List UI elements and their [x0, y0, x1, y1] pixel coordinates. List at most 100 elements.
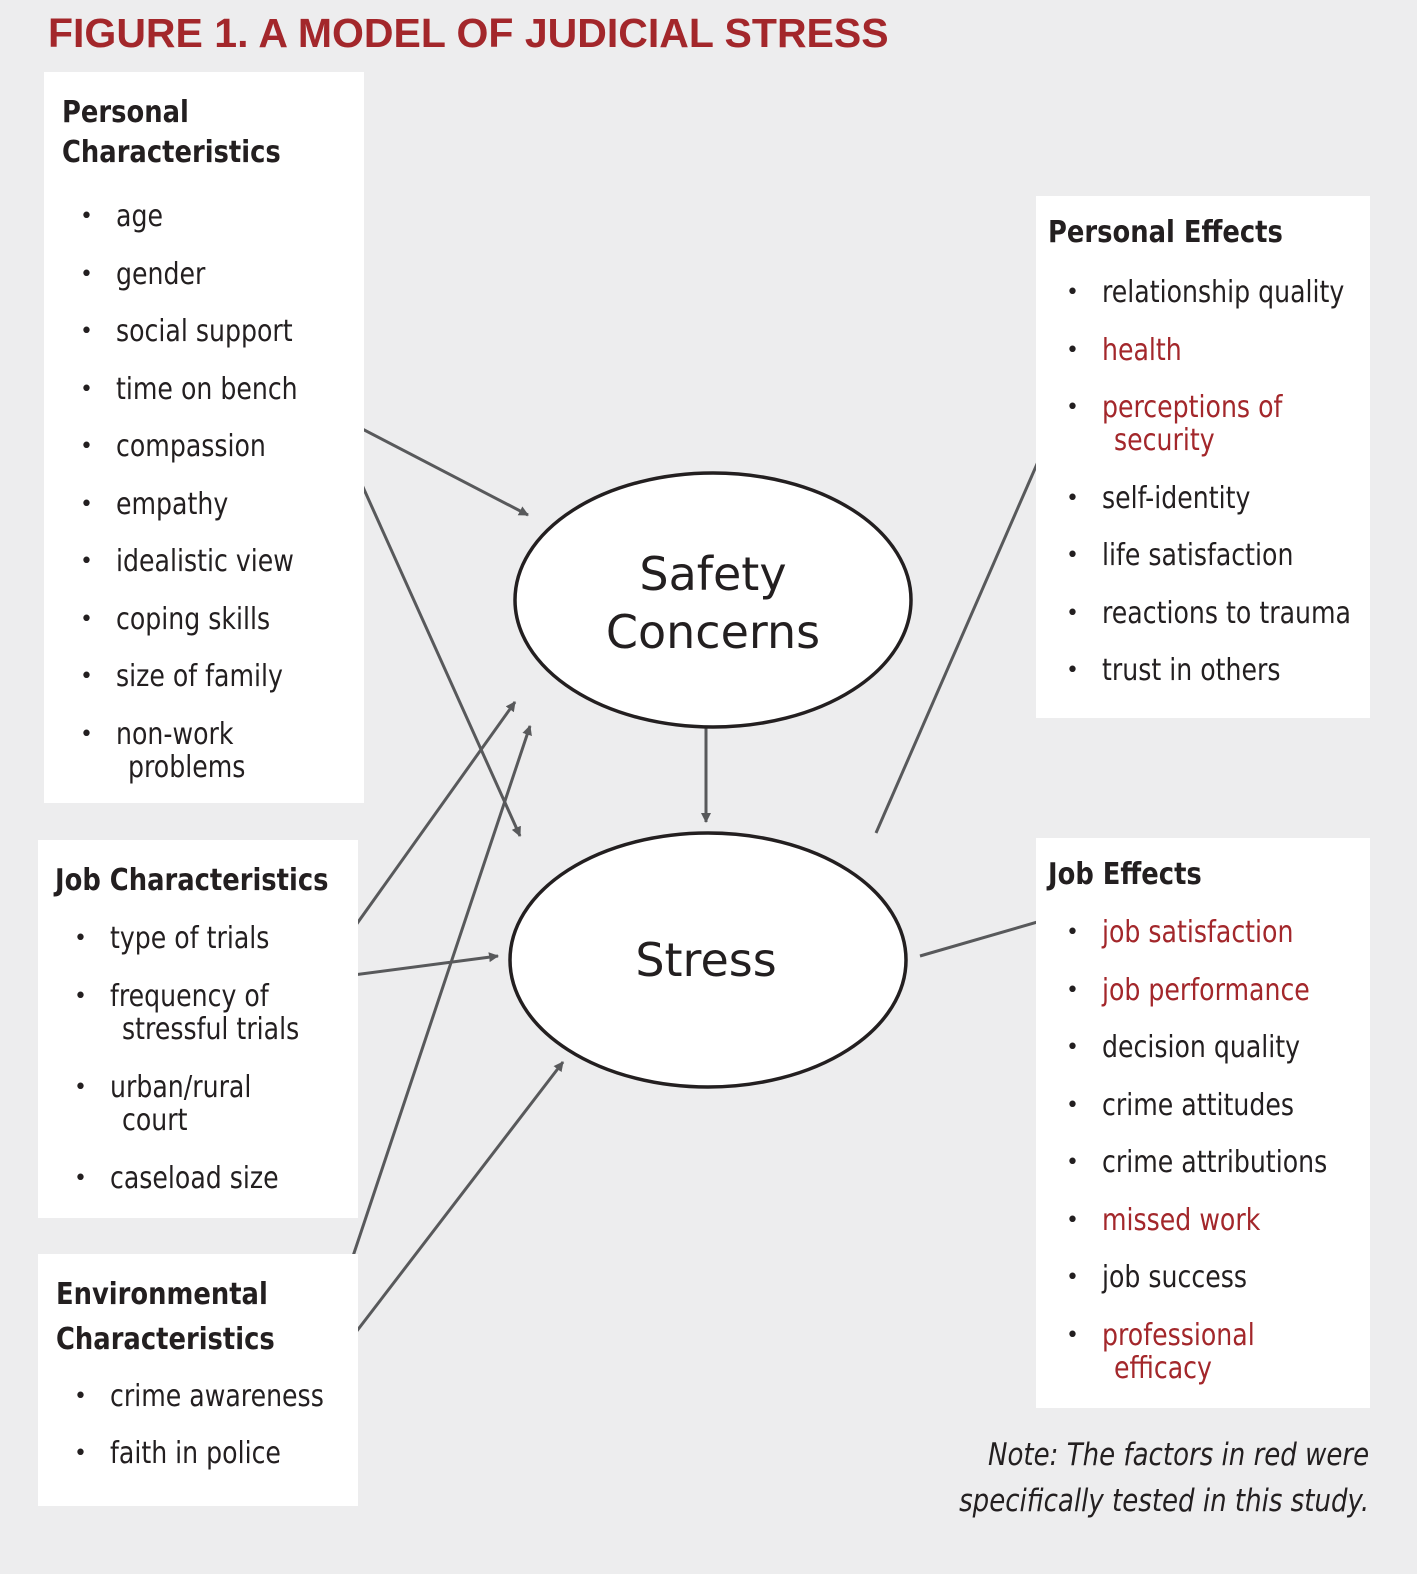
bullet-icon: • [1066, 337, 1079, 363]
list-item: • self-identity [1066, 482, 1366, 515]
list-item-label: health [1102, 332, 1182, 368]
bullet-icon: • [80, 664, 93, 689]
bullet-icon: • [74, 926, 87, 951]
stress-node [508, 831, 908, 1089]
arrow-environment-to-stress [328, 1061, 565, 1367]
list-item: •job performance [1066, 974, 1366, 1007]
safety-concerns-node [513, 471, 913, 729]
job-effects-box: Job Effects •job satisfaction•job perfor… [1036, 838, 1370, 1408]
bullet-icon: • [80, 606, 93, 632]
bullet-icon: • [80, 721, 93, 747]
list-item-label: self-identity [1102, 480, 1251, 516]
personal-characteristics-box: Personal Characteristics • age • gender • soc… [44, 72, 364, 803]
personal-effects-list: • relationship quality • health •perceptions… [1066, 276, 1366, 712]
list-item-label: relationship quality [1102, 275, 1345, 310]
list-item: •trust in others [1066, 654, 1366, 687]
list-item-label: crime attitudes [1102, 1087, 1294, 1123]
arrow-stress-to-personal-effects [874, 447, 1046, 834]
bullet-icon: • [1066, 280, 1079, 305]
list-item: • crime attributions [1066, 1146, 1366, 1179]
list-item: • age [80, 200, 350, 233]
list-item-label: empathy [116, 486, 229, 522]
list-item-label: faith in police [110, 1436, 281, 1471]
list-item-label: non-work [116, 716, 234, 752]
list-item: •size of family [80, 660, 350, 693]
bullet-icon: • [80, 204, 93, 229]
safety-concerns-label-line1: Safety [639, 547, 786, 601]
list-item-label: urban/rural [110, 1070, 252, 1105]
list-item: • time on bench [80, 373, 350, 406]
list-item: • health [1066, 334, 1366, 367]
list-item-label: compassion [116, 429, 266, 464]
list-item-label-continued: efficacy [1114, 1350, 1212, 1386]
list-item-label: age [116, 199, 163, 234]
personal-characteristics-title-line2: Characteristics [62, 135, 281, 170]
bullet-icon: • [80, 491, 93, 517]
list-item-label: job performance [1102, 972, 1310, 1008]
bullet-icon: • [74, 984, 87, 1009]
list-item-label: job satisfaction [1102, 915, 1294, 950]
safety-concerns-label-line2: Concerns [606, 605, 820, 659]
note: Note: The factors in red were specifical… [959, 1432, 1369, 1524]
list-item: • reactions to trauma [1066, 597, 1366, 630]
bullet-icon: • [1066, 1092, 1079, 1118]
list-item-label-continued: court [122, 1103, 188, 1138]
bullet-icon: • [80, 376, 93, 402]
list-item-label: crime attributions [1102, 1145, 1328, 1180]
list-item: • crime attitudes [1066, 1089, 1366, 1122]
list-item-label: job success [1102, 1260, 1248, 1295]
list-item: • social support [80, 315, 350, 348]
list-item-label: reactions to trauma [1102, 595, 1351, 631]
environmental-characteristics-box: Environmental Characteristics •crime awa… [38, 1254, 358, 1506]
figure-title: FIGURE 1. A MODEL OF JUDICIAL STRESS [48, 10, 889, 56]
bullet-icon: • [1066, 543, 1079, 568]
environmental-characteristics-title-line1: Environmental [56, 1277, 268, 1312]
bullet-icon: • [1066, 1265, 1079, 1290]
bullet-icon: • [1066, 1322, 1079, 1348]
list-item-label-continued: problems [128, 749, 246, 785]
environmental-characteristics-title-line2: Characteristics [56, 1322, 275, 1357]
list-item: • idealistic view [80, 545, 350, 578]
list-item-label: time on bench [116, 371, 298, 407]
bullet-icon: • [1066, 600, 1079, 626]
arrow-job-to-safety [334, 701, 517, 954]
list-item-label: trust in others [1102, 653, 1281, 688]
list-item-label: life satisfaction [1102, 538, 1294, 573]
bullet-icon: • [80, 434, 93, 459]
list-item: • empathy [80, 488, 350, 521]
bullet-icon: • [1066, 920, 1079, 945]
list-item: • relationship quality [1066, 276, 1366, 309]
list-item: •type of trials [74, 922, 344, 955]
bullet-icon: • [1066, 1035, 1079, 1060]
bullet-icon: • [80, 319, 93, 344]
job-characteristics-box: Job Characteristics •type of trials•freq… [38, 840, 358, 1218]
bullet-icon: • [80, 261, 93, 287]
stress-label: Stress [635, 933, 776, 987]
job-effects-list: •job satisfaction•job performance•decisi… [1066, 916, 1366, 1409]
list-item-label: social support [116, 314, 293, 349]
personal-effects-box: Personal Effects • relationship quality • h… [1036, 196, 1370, 718]
job-characteristics-title: Job Characteristics [55, 863, 329, 898]
list-item-label: idealistic view [116, 544, 294, 579]
list-item: •decision quality [1066, 1031, 1366, 1064]
bullet-icon: • [74, 1166, 87, 1191]
list-item-label: gender [116, 256, 206, 292]
bullet-icon: • [1066, 485, 1079, 511]
personal-characteristics-title-line1: Personal [62, 95, 189, 130]
personal-characteristics-list: • age • gender • social support • time on bench… [80, 200, 350, 808]
note-line1: Note: The factors in red were [987, 1437, 1369, 1473]
bullet-icon: • [1066, 1150, 1079, 1175]
list-item: • compassion [80, 430, 350, 463]
list-item: • gender [80, 258, 350, 291]
list-item-label-continued: stressful trials [122, 1012, 300, 1047]
list-item: •crime awareness [74, 1380, 344, 1413]
personal-effects-title: Personal Effects [1048, 215, 1283, 250]
arrow-personal-to-stress [338, 435, 522, 837]
bullet-icon: • [74, 1384, 87, 1409]
bullet-icon: • [80, 549, 93, 574]
